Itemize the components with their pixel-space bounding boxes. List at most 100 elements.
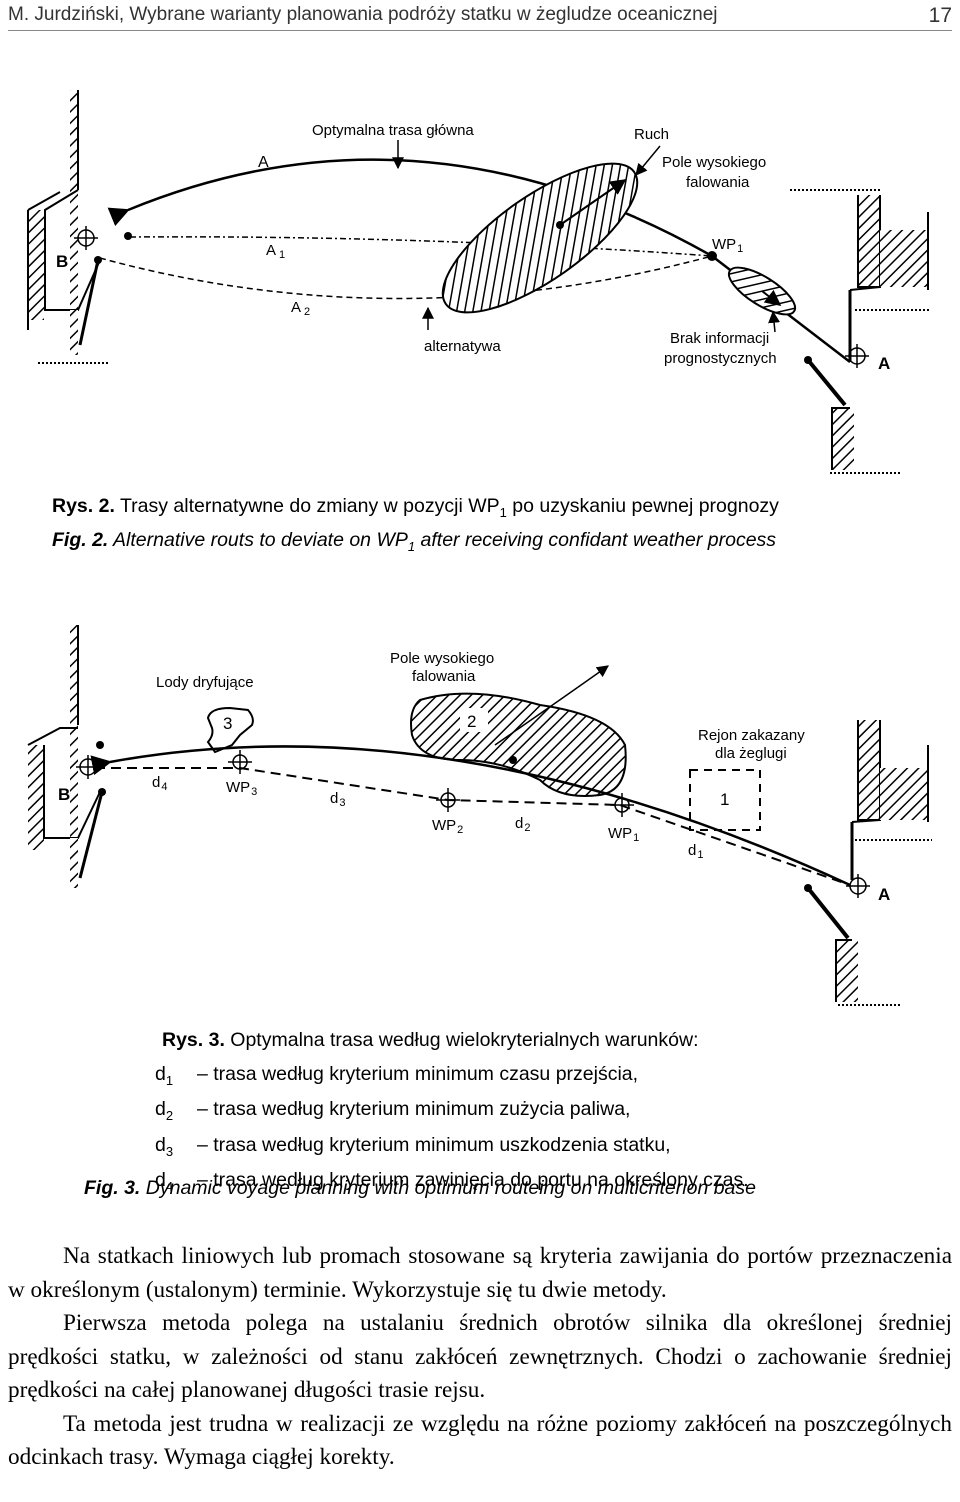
fig3-caption-pl-text: Optymalna trasa według wielokryterialnyc… (230, 1029, 699, 1051)
legend-d3-sym: d (155, 1133, 166, 1156)
fig2-caption-en-text-b: after receiving confidant weather proces… (415, 529, 777, 551)
fig3-label-d4-main: d (152, 774, 160, 791)
fig3-point-B: B (58, 785, 70, 804)
fig3-dot-B1 (96, 741, 104, 749)
legend-row-d1: d1– trasa według kryterium minimum czasu… (155, 1060, 749, 1095)
fig3-label-wp1-main: WP (608, 825, 632, 842)
fig2-label-A2-main: A (291, 299, 301, 316)
body-text: Na statkach liniowych lub promach stosow… (8, 1240, 952, 1475)
legend-d3-text: – trasa według kryterium minimum uszkodz… (197, 1133, 671, 1156)
fig2-no-forecast-pointer (768, 310, 781, 333)
fig3-waves-number-bg (460, 708, 488, 732)
fig2-label-alternative: alternatywa (424, 338, 501, 355)
fig3-label-d4: d4 (152, 774, 167, 793)
fig3-label-wp3-main: WP (226, 779, 250, 796)
fig3-label-d4-sub: 4 (161, 781, 167, 793)
fig3-label-d2: d2 (515, 815, 530, 834)
fig3-label-d1-main: d (688, 842, 696, 859)
fig3-label-ice: Lody dryfujące (156, 674, 254, 691)
fig2-high-waves-field (441, 162, 639, 314)
fig3-dot-A (804, 884, 812, 892)
legend-d2-text: – trasa według kryterium minimum zużycia… (197, 1098, 631, 1121)
fig2-crosshair-B (74, 226, 98, 250)
legend-symbol: d3 (155, 1131, 197, 1166)
fig2-label-A1-main: A (266, 242, 276, 259)
fig2-label-wp1: WP1 (712, 236, 743, 255)
fig3-label-wp2-sub: 2 (457, 824, 463, 836)
fig2-alt-route-A2 (99, 255, 713, 300)
fig2-point-B: B (56, 252, 68, 271)
fig2-dot-A (804, 356, 812, 364)
legend-row-d2: d2– trasa według kryterium minimum zużyc… (155, 1095, 749, 1130)
legend-symbol: d2 (155, 1095, 197, 1130)
fig3-movement-arrow (494, 665, 609, 746)
fig3-restricted-number: 1 (720, 790, 729, 809)
coast-left (27, 90, 110, 364)
fig3-optimal-route (90, 745, 851, 887)
fig3-label-d1-sub: 1 (697, 849, 703, 861)
fig3-wp2-marker (436, 788, 460, 812)
fig3-ice-number: 3 (223, 714, 232, 733)
fig3-crosshair-A (846, 874, 870, 898)
fig3-coast-right (806, 720, 932, 1006)
legend-d1-text: – trasa według kryterium minimum czasu p… (197, 1063, 639, 1085)
fig2-label-noforecast-2: prognostycznych (664, 350, 777, 367)
figure-3-caption-en: Fig. 3. Dynamic voyage planning with opt… (84, 1177, 756, 1200)
fig3-label-d1: d1 (688, 842, 703, 861)
legend-d1-sub: 1 (165, 1072, 174, 1088)
fig2-no-forecast-arrow (761, 289, 782, 306)
fig2-caption-pl-text-b: po uzyskaniu pewnej prognozy (506, 495, 779, 517)
fig2-label-waves-1: Pole wysokiego (662, 154, 766, 171)
legend-symbol: d4 (155, 1166, 197, 1201)
fig3-label-wp2-main: WP (432, 817, 456, 834)
figure-2: B (0, 0, 960, 490)
legend-d4-text: – trasa według kryterium zawinięcia do p… (197, 1169, 749, 1192)
fig2-label-noforecast-1: Brak informacji (670, 330, 769, 347)
legend-d1-sym: d (155, 1063, 166, 1085)
fig2-dot-B1 (124, 232, 132, 240)
fig2-wp1-dot (707, 251, 717, 261)
fig2-crosshair-A (845, 344, 869, 368)
figure-3-caption-pl: Rys. 3. Optymalna trasa według wielokryt… (162, 1029, 699, 1052)
header-rule (8, 30, 952, 31)
fig3-caption-pl-prefix: Rys. 3. (162, 1029, 225, 1051)
legend-symbol: d1 (155, 1060, 197, 1095)
fig2-caption-pl-prefix: Rys. 2. (52, 495, 115, 517)
fig3-label-d2-sub: 2 (524, 822, 530, 834)
fig2-pier-B (78, 259, 100, 346)
fig2-caption-en-text-a: Alternative routs to deviate on WP (113, 529, 408, 551)
fig3-label-restricted-1: Rejon zakazany (698, 727, 805, 744)
legend-d2-sub: 2 (165, 1108, 174, 1124)
fig3-label-wp3: WP3 (226, 779, 257, 798)
fig3-wp1-marker (610, 793, 634, 817)
fig2-waves-center (556, 221, 564, 229)
fig3-label-wp1-sub: 1 (633, 832, 639, 844)
fig3-waves-number: 2 (467, 712, 476, 731)
running-header: M. Jurdziński, Wybrane warianty planowan… (8, 2, 952, 31)
fig3-label-d3-main: d (330, 790, 338, 807)
figure-2-caption-pl: Rys. 2. Trasy alternatywne do zmiany w p… (52, 495, 779, 520)
fig2-label-wp1-sub: 1 (737, 243, 743, 255)
fig3-pier-B (78, 791, 104, 879)
fig2-label-main-route: Optymalna trasa główna (312, 122, 474, 139)
fig3-label-wp3-sub: 3 (251, 786, 257, 798)
fig3-wp3-marker (228, 750, 252, 774)
fig2-movement-pointer (635, 145, 661, 176)
legend-d2-sym: d (155, 1098, 166, 1121)
fig3-label-wp1: WP1 (608, 825, 639, 844)
running-header-title: M. Jurdziński, Wybrane warianty planowan… (8, 4, 718, 25)
fig2-alt-route-A1 (129, 236, 713, 257)
fig3-label-waves-2: falowania (412, 668, 476, 685)
fig3-ice-field (206, 706, 254, 754)
legend-row-d4: d4– trasa według kryterium zawinięcia do… (155, 1166, 749, 1201)
coast-right (790, 189, 930, 474)
fig2-label-A1-sub: 1 (279, 249, 285, 261)
fig2-label-A-top: A (258, 154, 269, 171)
fig2-main-route (107, 158, 713, 258)
fig2-caption-en-prefix: Fig. 2. (52, 529, 109, 551)
fig3-waves-center (509, 756, 517, 764)
fig3-coast-left (27, 625, 101, 888)
fig2-label-A-port: A (878, 354, 890, 373)
